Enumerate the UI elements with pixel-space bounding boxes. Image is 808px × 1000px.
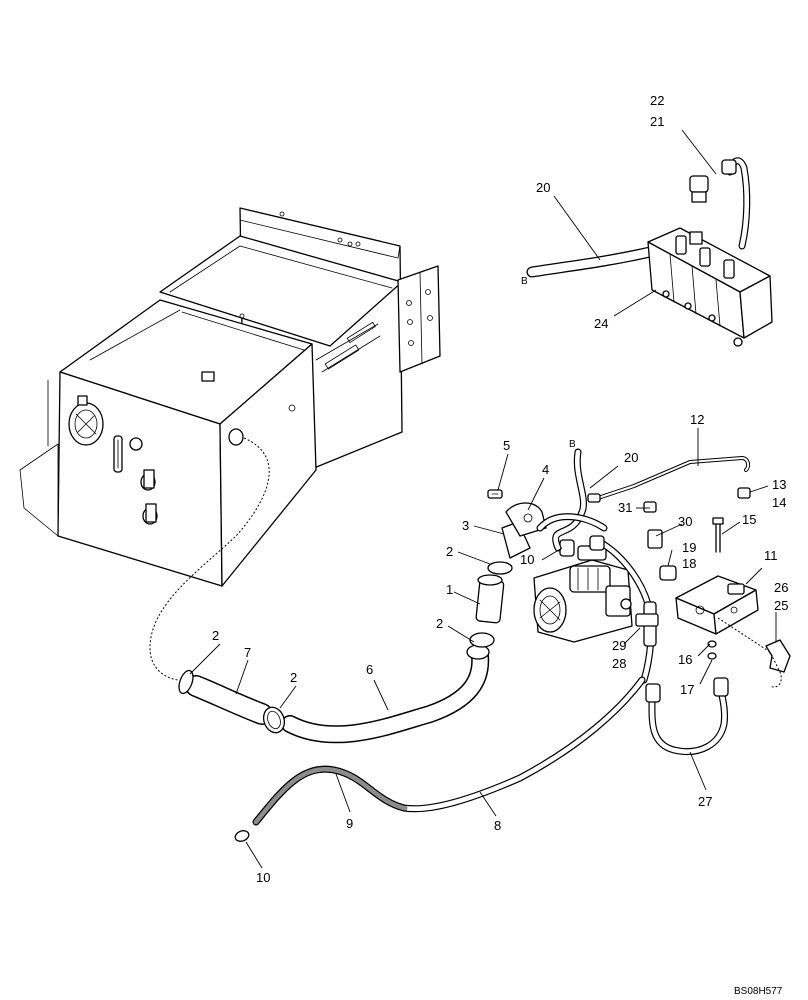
connector-mark-upper: B — [521, 276, 528, 287]
callout-2-b: 2 — [436, 616, 443, 631]
callout-26: 26 — [774, 580, 788, 595]
callout-31: 31 — [618, 500, 632, 515]
hydraulic-tank — [19, 207, 441, 587]
callout-14: 14 — [772, 495, 786, 510]
callout-15: 15 — [742, 512, 756, 527]
callout-10-upper: 10 — [520, 552, 534, 567]
connector-mark-lower: B — [569, 439, 576, 450]
callout-30: 30 — [678, 514, 692, 529]
callout-28: 28 — [612, 656, 626, 671]
callout-17: 17 — [680, 682, 694, 697]
callout-29: 29 — [612, 638, 626, 653]
callout-9: 9 — [346, 816, 353, 831]
callout-6: 6 — [366, 662, 373, 677]
phantom-route — [149, 437, 270, 681]
phantom-link — [717, 617, 782, 688]
callout-19: 19 — [682, 540, 696, 555]
callout-13: 13 — [772, 477, 786, 492]
callout-22: 22 — [650, 93, 664, 108]
callout-20-upper: 20 — [536, 180, 550, 195]
callout-10-lower: 10 — [256, 870, 270, 885]
callout-16: 16 — [678, 652, 692, 667]
callout-5: 5 — [503, 438, 510, 453]
relief-valve-block — [659, 565, 791, 673]
suction-hoses — [178, 489, 547, 744]
callout-2-a: 2 — [446, 544, 453, 559]
callout-3: 3 — [462, 518, 469, 533]
callout-11: 11 — [764, 548, 778, 563]
tube-12 — [587, 456, 751, 553]
control-valve-assembly — [526, 157, 773, 347]
callout-25: 25 — [774, 598, 788, 613]
drawing-code: BS08H577 — [734, 986, 783, 997]
callout-20-lower: 20 — [624, 450, 638, 465]
callout-8: 8 — [494, 818, 501, 833]
callout-1: 1 — [446, 582, 453, 597]
hose-27 — [645, 677, 729, 755]
leader-lines — [189, 129, 777, 869]
callout-labels: 22 21 20 24 12 20 5 4 13 14 31 3 30 15 1… — [212, 93, 788, 997]
callout-27: 27 — [698, 794, 712, 809]
callout-7: 7 — [244, 645, 251, 660]
pressure-hoses — [536, 448, 659, 684]
callout-12: 12 — [690, 412, 704, 427]
callout-2-d: 2 — [290, 670, 297, 685]
callout-21: 21 — [650, 114, 664, 129]
hydraulic-pump — [533, 539, 633, 643]
callout-18: 18 — [682, 556, 696, 571]
callout-4: 4 — [542, 462, 549, 477]
callout-24: 24 — [594, 316, 608, 331]
callout-2-c: 2 — [212, 628, 219, 643]
hose-8 — [234, 676, 646, 842]
